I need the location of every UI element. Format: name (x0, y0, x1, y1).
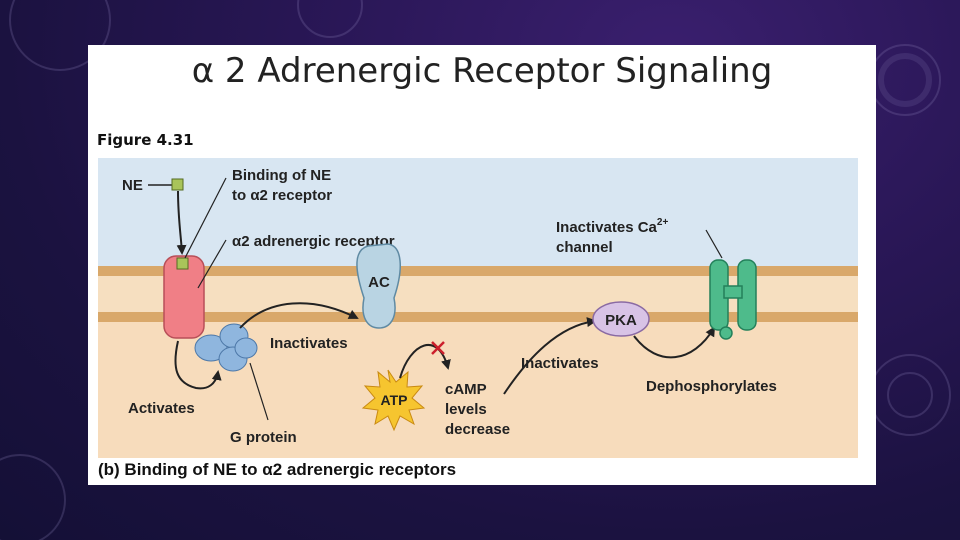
binding-label-line1: Binding of NE (232, 167, 331, 184)
pka-label: PKA (605, 312, 637, 329)
extracellular-region (98, 158, 858, 266)
camp-label-line3: decrease (445, 421, 510, 438)
membrane-inner-band (98, 312, 858, 322)
channel-leader (705, 229, 723, 259)
ac-label: AC (368, 274, 390, 291)
ne-molecule (171, 178, 184, 191)
inactivates-pka-label: Inactivates (521, 355, 599, 372)
activates-label: Activates (128, 400, 195, 417)
calcium-label-line2: channel (556, 239, 613, 256)
binding-leader (184, 177, 227, 259)
inactivates-ac-arrow (239, 302, 359, 329)
figure-caption: (b) Binding of NE to α2 adrenergic recep… (98, 460, 457, 479)
inactivates-ac-label: Inactivates (270, 335, 348, 352)
receptor-bound-ne (176, 257, 189, 270)
figure-label: Figure 4.31 (97, 131, 194, 149)
atp-to-camp-arrow (399, 344, 451, 379)
gprotein-leader (249, 362, 269, 421)
calcium-channel (709, 259, 757, 340)
inhibition-mark (431, 341, 445, 355)
camp-label-line2: levels (445, 401, 487, 418)
calcium-label-text: Inactivates Ca (556, 219, 658, 236)
dephosphorylates-label: Dephosphorylates (646, 378, 777, 395)
atp-starburst (361, 369, 426, 432)
camp-label-line1: cAMP (445, 381, 487, 398)
receptor-leader (197, 239, 227, 289)
ne-label: NE (122, 177, 143, 194)
g-protein (194, 323, 258, 372)
camp-to-pka-arrow (503, 317, 597, 395)
dephosphorylates-arrow (633, 326, 716, 359)
activates-arrow (174, 340, 222, 390)
gprotein-label: G protein (230, 429, 297, 446)
atp-label: ATP (381, 392, 408, 408)
signaling-diagram: NE Binding of NE to α2 receptor α2 adren… (98, 158, 858, 458)
pka (592, 301, 650, 337)
slide-content: α 2 Adrenergic Receptor Signaling Figure… (88, 45, 876, 485)
membrane-outer-band (98, 266, 858, 276)
slide-title: α 2 Adrenergic Receptor Signaling (191, 51, 773, 91)
ne-binding-arrow (176, 190, 187, 255)
calcium-label-line1: Inactivates Ca2+ (556, 217, 668, 236)
adenylyl-cyclase (356, 243, 401, 329)
receptor-label: α2 adrenergic receptor (232, 233, 395, 250)
alpha2-receptor (163, 255, 205, 339)
binding-label-line2: to α2 receptor (232, 187, 332, 204)
calcium-superscript: 2+ (657, 217, 669, 228)
